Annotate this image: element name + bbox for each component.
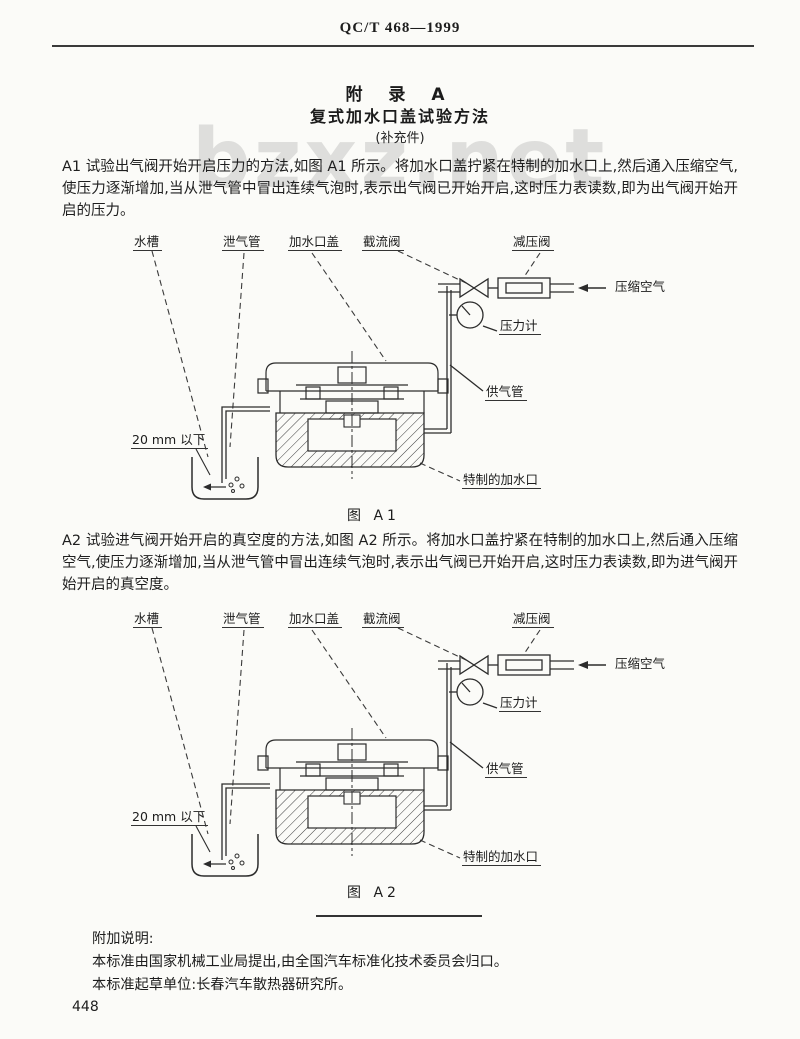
additional-notes: 附加说明: 本标准由国家机械工业局提出,由全国汽车标准化技术委员会归口。 本标准…: [92, 928, 508, 997]
appendix-subtitle: 复式加水口盖试验方法: [309, 107, 490, 126]
filler-cap-label: 加水口盖: [288, 612, 343, 628]
figure-a1: 水槽 泄气管 加水口盖 截流阀 减压阀 压缩空气 压力计 供气管 20 mm 以…: [0, 233, 800, 525]
shutoff-valve-label: 截流阀: [362, 235, 404, 251]
figure-a2-rule: [316, 915, 482, 917]
reducing-valve-label: 减压阀: [512, 235, 554, 251]
special-filler-port-label: 特制的加水口: [462, 473, 542, 489]
appendix-title: 附 录 A: [345, 85, 455, 105]
apparatus-diagram-a2: [151, 627, 606, 877]
notes-line-1: 本标准由国家机械工业局提出,由全国汽车标准化技术委员会归口。: [92, 954, 508, 970]
supply-pipe-label: 供气管: [485, 385, 527, 401]
supply-pipe-label: 供气管: [485, 762, 527, 778]
supplement-note: (补充件): [375, 131, 425, 146]
water-tank-label: 水槽: [133, 235, 163, 251]
shutoff-valve-label: 截流阀: [362, 612, 404, 628]
compressed-air-label: 压缩空气: [615, 279, 666, 294]
special-filler-port-label: 特制的加水口: [462, 850, 542, 866]
figure-a1-caption: 图 A1: [347, 508, 400, 524]
compressed-air-label: 压缩空气: [615, 656, 666, 671]
notes-line-2: 本标准起草单位:长春汽车散热器研究所。: [92, 977, 353, 993]
header-rule: [52, 45, 754, 47]
watermark: bzxz.net: [192, 112, 608, 207]
figure-a2-caption: 图 A2: [347, 885, 400, 901]
pressure-gauge-label: 压力计: [499, 319, 541, 335]
reducing-valve-label: 减压阀: [512, 612, 554, 628]
paragraph-a1: A1 试验出气阀开始开启压力的方法,如图 A1 所示。将加水口盖拧紧在特制的加水…: [62, 159, 738, 219]
figure-a2: 水槽 泄气管 加水口盖 截流阀 减压阀 压缩空气 压力计 供气管 20 mm 以…: [0, 610, 800, 902]
water-tank-label: 水槽: [133, 612, 163, 628]
paragraph-a2: A2 试验进气阀开始开启的真空度的方法,如图 A2 所示。将加水口盖拧紧在特制的…: [62, 533, 738, 593]
filler-cap-label: 加水口盖: [288, 235, 343, 251]
depth-label: 20 mm 以下: [131, 433, 209, 449]
page-number: 448: [72, 999, 99, 1015]
pressure-gauge-label: 压力计: [499, 696, 541, 712]
standard-number: QC/T 468—1999: [339, 20, 461, 36]
depth-label: 20 mm 以下: [131, 810, 209, 826]
notes-heading: 附加说明:: [92, 931, 154, 947]
apparatus-diagram-a1: [151, 250, 606, 500]
vent-pipe-label: 泄气管: [222, 612, 264, 628]
vent-pipe-label: 泄气管: [222, 235, 264, 251]
